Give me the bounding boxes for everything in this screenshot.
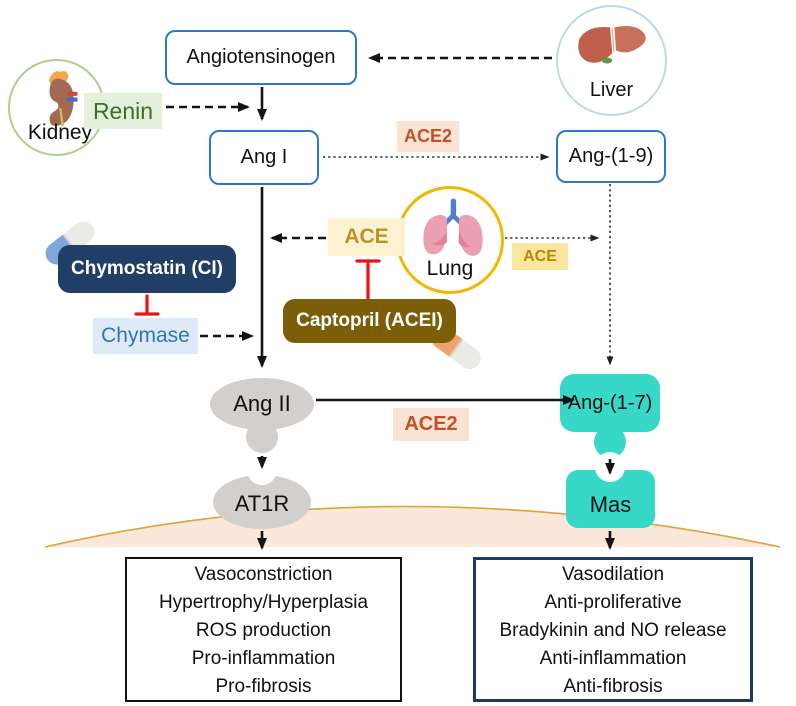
mas-effects-box: Vasodilation Anti-proliferative Bradykin… bbox=[473, 557, 753, 702]
node-chymostatin: Chymostatin (CI) bbox=[58, 245, 236, 293]
effect-line: Vasoconstriction bbox=[194, 564, 333, 585]
ang-ii-bubble-shape bbox=[210, 378, 314, 453]
effect-line: Hypertrophy/Hyperplasia bbox=[158, 592, 369, 613]
chymase-label: Chymase bbox=[101, 324, 190, 347]
kidney-label: Kidney bbox=[27, 121, 93, 144]
liver-label: Liver bbox=[589, 79, 634, 101]
node-ang-i: Ang I bbox=[209, 130, 319, 185]
renin-label: Renin bbox=[84, 93, 162, 129]
ang-1-7-label: Ang-(1-7) bbox=[567, 391, 653, 414]
lung-icon bbox=[423, 198, 483, 256]
cell-membrane-edge bbox=[44, 505, 781, 548]
node-chymase: Chymase bbox=[93, 318, 198, 354]
lung-label: Lung bbox=[426, 257, 474, 280]
ace-label-right: ACE bbox=[512, 243, 568, 270]
inhibit-chymostatin-chymase bbox=[134, 294, 160, 316]
effect-line: Anti-proliferative bbox=[544, 592, 682, 613]
kidney-icon bbox=[48, 71, 78, 127]
node-ang-1-9: Ang-(1-9) bbox=[556, 130, 666, 183]
effect-line: ROS production bbox=[195, 620, 332, 641]
mas-label: Mas bbox=[589, 492, 632, 517]
liver-icon bbox=[578, 25, 646, 64]
node-captopril: Captopril (ACEI) bbox=[283, 299, 456, 343]
effect-line: Vasodilation bbox=[561, 564, 665, 585]
effect-line: Pro-inflammation bbox=[191, 648, 336, 669]
chymostatin-label: Chymostatin (CI) bbox=[71, 258, 223, 279]
effect-line: Anti-inflammation bbox=[539, 648, 687, 669]
ang-1-9-label: Ang-(1-9) bbox=[568, 145, 654, 167]
ang-ii-label: Ang II bbox=[233, 391, 291, 416]
effect-line: Bradykinin and NO release bbox=[499, 620, 727, 641]
angiotensinogen-label: Angiotensinogen bbox=[186, 46, 336, 68]
ace2-label-mid: ACE2 bbox=[393, 408, 469, 441]
effect-line: Anti-fibrosis bbox=[563, 676, 663, 697]
node-angiotensinogen: Angiotensinogen bbox=[165, 30, 357, 85]
ang-1-7-bubble-shape bbox=[560, 374, 660, 458]
at1r-label: AT1R bbox=[234, 491, 290, 516]
ang-i-label: Ang I bbox=[240, 146, 288, 168]
effect-line: Pro-fibrosis bbox=[215, 676, 312, 697]
liver-circle: Liver bbox=[556, 5, 667, 116]
ace-label: ACE bbox=[328, 218, 405, 256]
inhibit-captopril-ace bbox=[355, 259, 381, 301]
captopril-label: Captopril (ACEI) bbox=[296, 310, 443, 331]
at1r-receptor-shape bbox=[213, 455, 311, 529]
at1r-effects-box: Vasoconstriction Hypertrophy/Hyperplasia… bbox=[125, 557, 402, 702]
lung-circle: Lung bbox=[396, 186, 504, 294]
ace2-label-top: ACE2 bbox=[397, 121, 459, 152]
